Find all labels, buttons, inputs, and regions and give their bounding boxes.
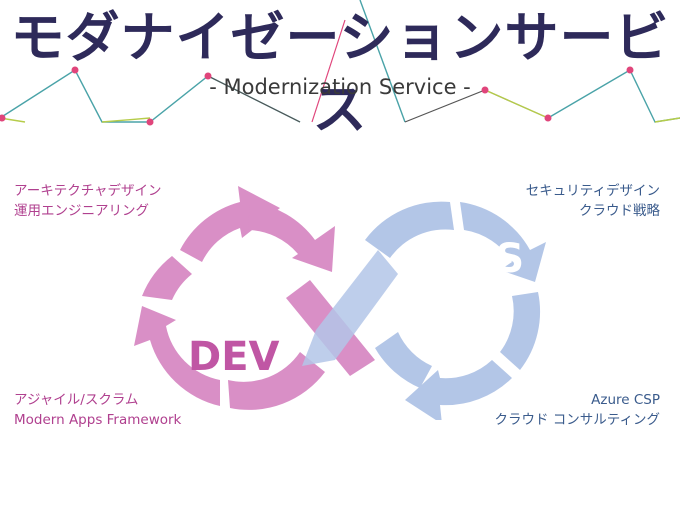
dev-loop xyxy=(134,186,375,410)
page-subtitle: - Modernization Service - xyxy=(209,75,471,99)
label-line: Modern Apps Framework xyxy=(14,412,182,428)
label-architecture: アーキテクチャデザイン 運用エンジニアリング xyxy=(14,181,162,221)
label-line: アジャイル/スクラム xyxy=(14,392,139,408)
label-azure: Azure CSP クラウド コンサルティング xyxy=(495,390,660,430)
ops-label: OPS xyxy=(432,236,524,282)
label-line: 運用エンジニアリング xyxy=(14,203,149,219)
label-agile: アジャイル/スクラム Modern Apps Framework xyxy=(14,390,181,430)
label-line: クラウド戦略 xyxy=(579,203,660,219)
devops-infinity-loop: OPS DEV xyxy=(134,186,546,420)
ops-loop xyxy=(365,201,546,420)
ops-crossing-segment xyxy=(302,250,398,366)
label-line: クラウド コンサルティング xyxy=(494,412,660,428)
label-security: セキュリティデザイン クラウド戦略 xyxy=(526,181,660,221)
label-line: セキュリティデザイン xyxy=(525,183,660,199)
page-title: モダナイゼーションサービス xyxy=(10,6,670,141)
dev-label: DEV xyxy=(188,334,280,380)
decorative-line-graph xyxy=(0,0,680,126)
label-line: Azure CSP xyxy=(591,392,660,408)
label-line: アーキテクチャデザイン xyxy=(14,183,162,199)
